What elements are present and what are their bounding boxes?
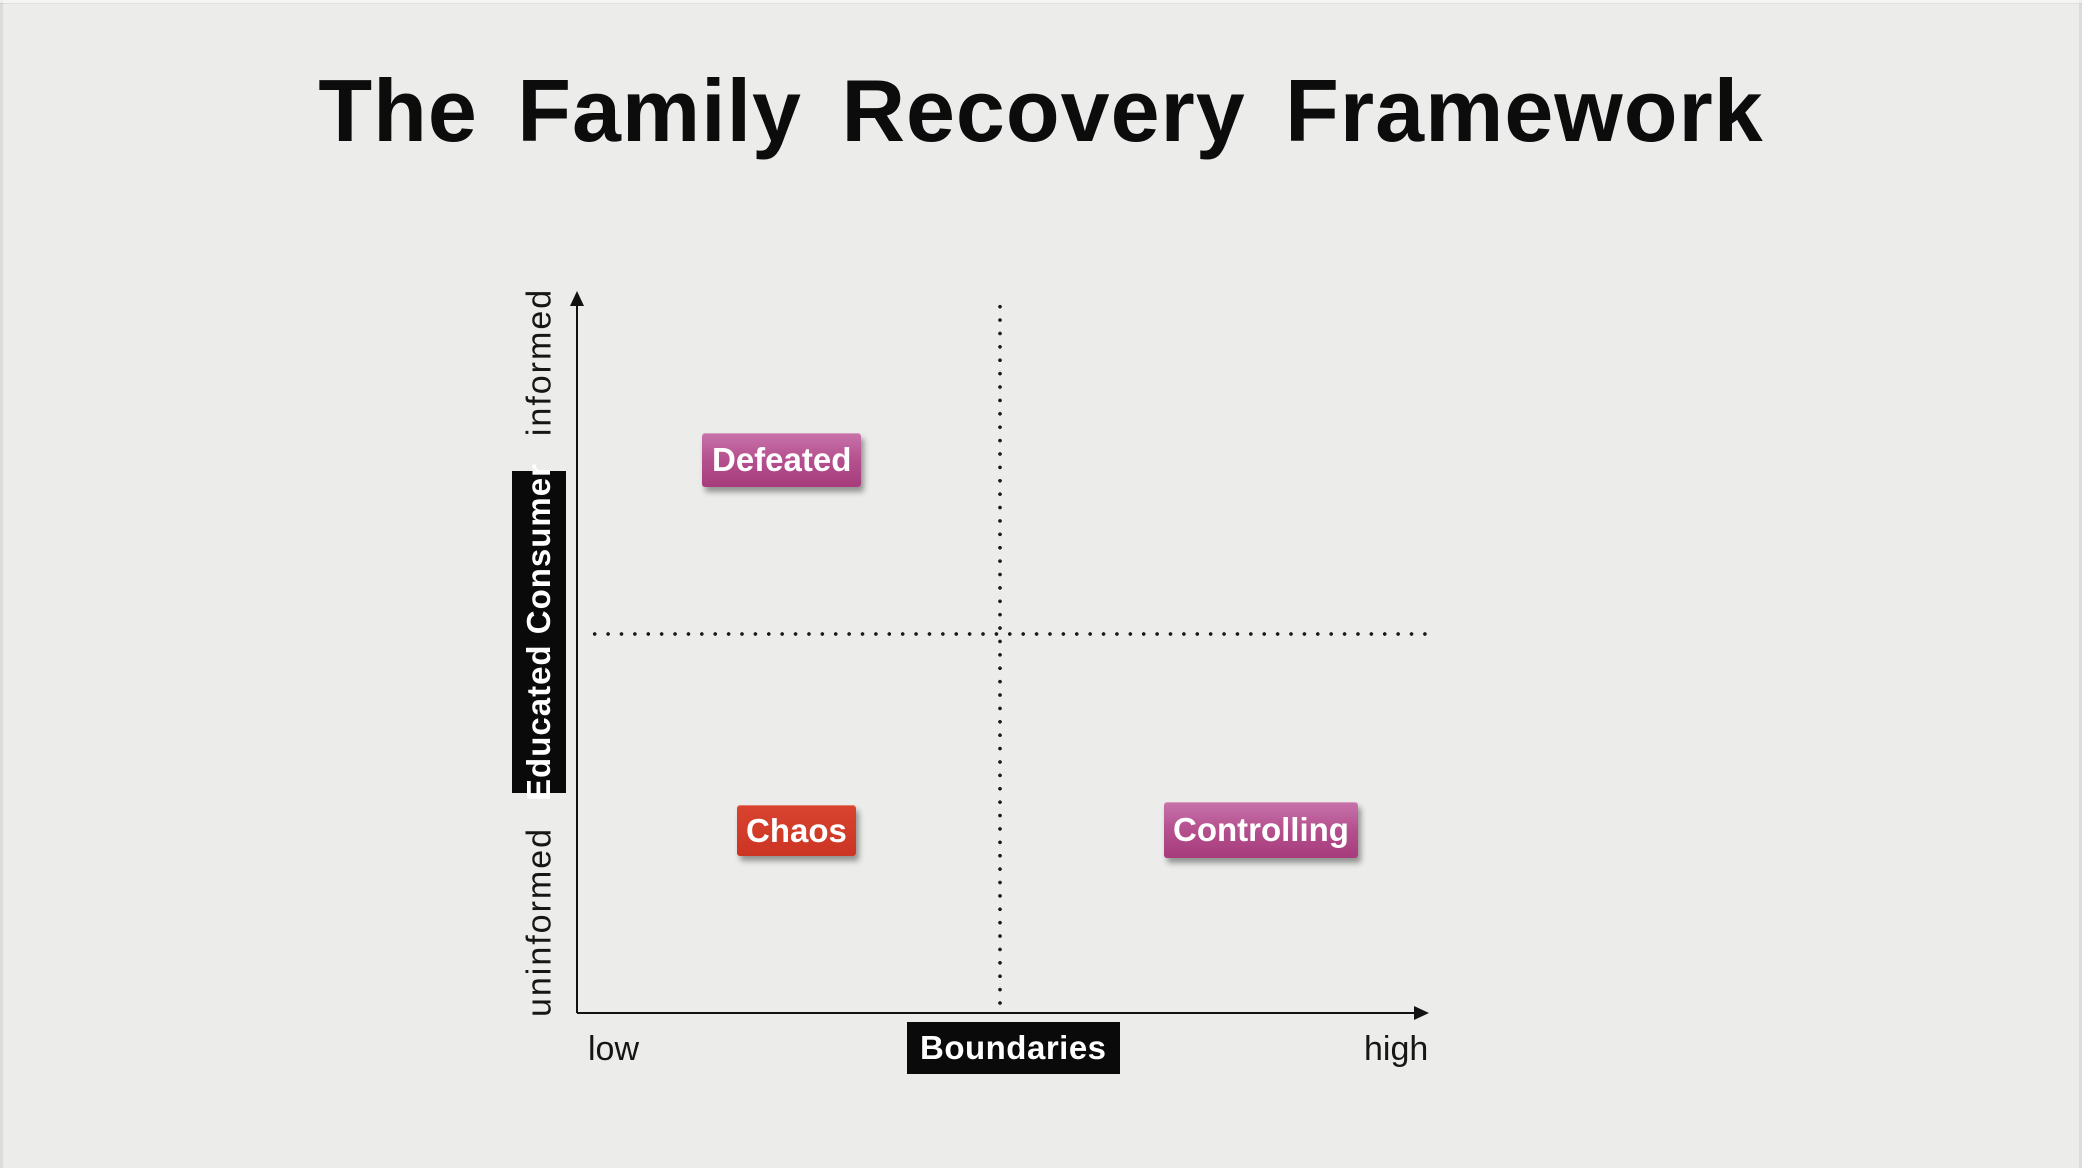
quadrant-badge-controlling: Controlling: [1164, 802, 1358, 858]
quadrant-badge-defeated: Defeated: [702, 433, 862, 487]
x-axis-line: [577, 1012, 1415, 1014]
y-axis-title: Educated Consumer: [512, 463, 566, 801]
vertical-dotted-divider: [998, 300, 1002, 1008]
y-axis-min-label: uninformed: [520, 826, 559, 1018]
y-axis-line: [576, 302, 578, 1013]
x-axis-title: Boundaries: [907, 1022, 1120, 1074]
x-axis-title-label: Boundaries: [920, 1029, 1107, 1066]
y-axis-arrow-up-icon: [570, 291, 584, 306]
page-title: The Family Recovery Framework: [318, 61, 1764, 160]
x-axis-arrow-right-icon: [1414, 1006, 1429, 1020]
quadrant-badge-chaos: Chaos: [737, 805, 856, 856]
x-axis-max-label: high: [1364, 1030, 1429, 1068]
x-axis-min-label: low: [588, 1030, 640, 1068]
horizontal-dotted-divider: [588, 632, 1430, 636]
y-axis-title-label: Educated Consumer: [520, 463, 557, 801]
y-axis-max-label: informed: [520, 287, 559, 437]
